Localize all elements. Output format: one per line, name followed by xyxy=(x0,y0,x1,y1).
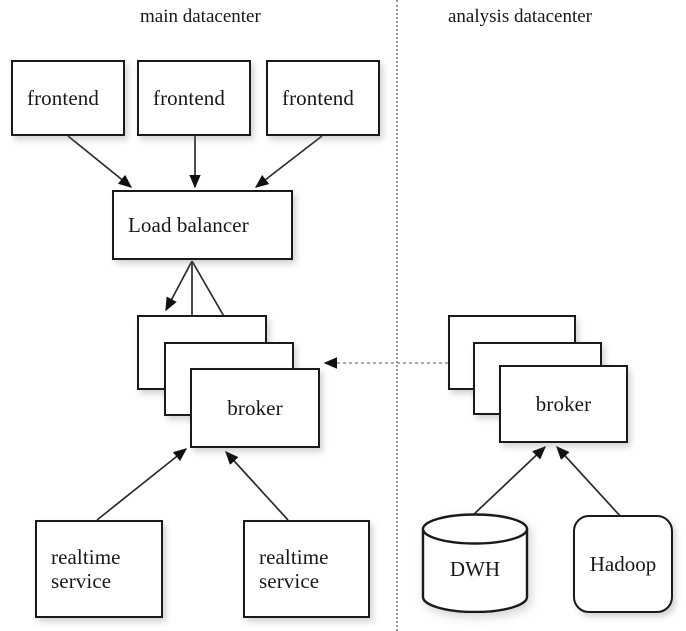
node-frontend-1[interactable]: frontend xyxy=(11,60,125,136)
node-hadoop-label: Hadoop xyxy=(589,551,657,576)
zone-caption-analysis: analysis datacenter xyxy=(448,6,593,27)
node-load-balancer[interactable]: Load balancer xyxy=(112,190,293,260)
node-realtime-service-1-label: realtime service xyxy=(51,544,121,593)
node-frontend-3[interactable]: frontend xyxy=(266,60,380,136)
node-broker-analysis[interactable]: broker xyxy=(499,365,628,443)
edge-frontend3-loadbalancer xyxy=(254,135,323,188)
node-realtime-service-2-label: realtime service xyxy=(259,544,329,593)
node-broker-main[interactable]: broker xyxy=(190,368,320,448)
edge-loadbalancer-broker-back xyxy=(165,260,193,312)
edge-hadoop-broker xyxy=(556,445,623,519)
node-realtime-service-2[interactable]: realtime service xyxy=(243,520,370,618)
edge-realtime2-broker xyxy=(225,450,289,521)
node-hadoop[interactable]: Hadoop xyxy=(573,515,673,613)
edge-dwh-broker xyxy=(471,446,546,517)
node-frontend-2-label: frontend xyxy=(153,85,225,110)
dwh-cylinder-shape xyxy=(421,513,529,614)
node-broker-analysis-label: broker xyxy=(535,391,592,416)
node-frontend-2[interactable]: frontend xyxy=(137,60,251,136)
zone-caption-main: main datacenter xyxy=(140,6,261,27)
edge-realtime1-broker xyxy=(96,448,188,521)
datacenter-divider xyxy=(396,0,398,631)
edge-frontend1-loadbalancer xyxy=(67,135,133,188)
node-broker-main-label: broker xyxy=(227,395,283,420)
node-dwh-label: DWH xyxy=(449,557,501,581)
node-dwh[interactable]: DWH xyxy=(421,513,529,614)
node-frontend-3-label: frontend xyxy=(282,85,354,110)
node-frontend-1-label: frontend xyxy=(27,85,99,110)
node-load-balancer-label: Load balancer xyxy=(128,212,249,237)
node-realtime-service-1[interactable]: realtime service xyxy=(35,520,163,618)
